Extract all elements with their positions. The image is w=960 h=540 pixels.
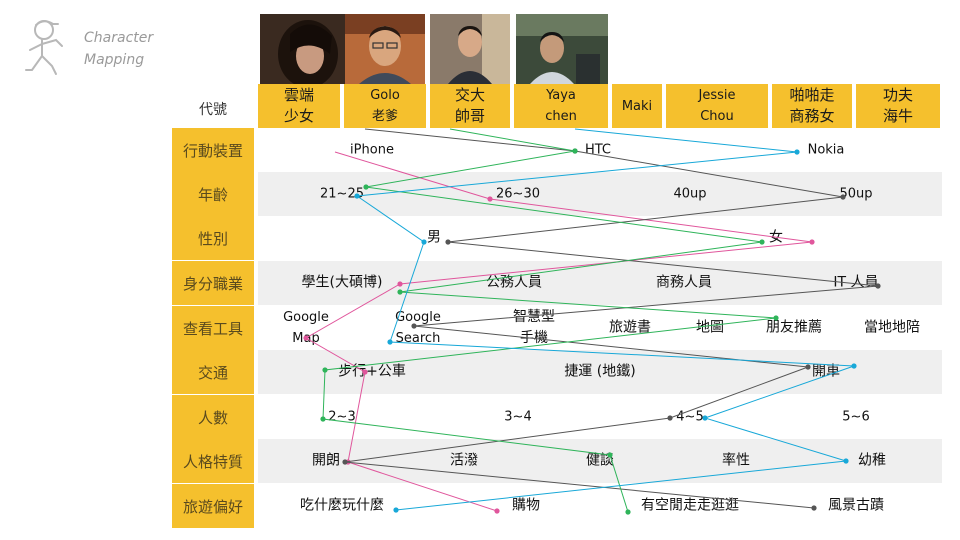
option-business-staff: 商務人員 <box>656 274 712 291</box>
persona-point-golo-6 <box>805 364 811 370</box>
option-google-search: Google Search <box>395 310 441 346</box>
option-stroll: 有空閒走走逛逛 <box>641 497 739 514</box>
option-walk-bus: 步行+公車 <box>338 363 406 380</box>
persona-point-cloud-5 <box>362 369 368 375</box>
persona-point-yaya-8 <box>393 507 399 513</box>
option-childish: 幼稚 <box>858 452 886 469</box>
option-drive: 開車 <box>812 363 840 380</box>
option-map: 地圖 <box>696 319 724 336</box>
option-local-guide: 當地地陪 <box>864 319 920 336</box>
option-age-21-25: 21~25 <box>320 186 364 202</box>
category-people: 人數 <box>172 395 254 439</box>
persona-kungfu: 功夫 海牛 <box>856 84 940 128</box>
option-iphone: iPhone <box>350 142 394 158</box>
category-tool: 查看工具 <box>172 306 254 350</box>
option-friend-recommend: 朋友推薦 <box>766 319 822 336</box>
persona-photo-jiaoda <box>430 14 522 84</box>
category-gender: 性別 <box>172 216 254 260</box>
option-lively: 活潑 <box>450 452 478 469</box>
persona-path-cloud <box>304 151 813 512</box>
option-male: 男 <box>427 229 441 246</box>
option-people-5-6: 5~6 <box>842 409 870 425</box>
persona-point-yaya-2 <box>354 193 360 199</box>
category-device: 行動裝置 <box>172 128 254 172</box>
option-scenery: 風景古蹟 <box>828 497 884 514</box>
persona-business: 啪啪走 商務女 <box>772 84 852 128</box>
option-nokia: Nokia <box>807 142 845 158</box>
logo-title: Character Mapping <box>84 27 194 71</box>
option-student: 學生(大碩博) <box>301 274 383 291</box>
persona-point-golo-3 <box>445 239 451 245</box>
option-metro: 捷運 (地鐵) <box>564 363 636 380</box>
persona-point-golo-9 <box>811 505 817 511</box>
category-age: 年齡 <box>172 172 254 216</box>
persona-path-golo <box>344 128 879 509</box>
persona-point-golo-2 <box>840 194 846 200</box>
persona-point-jiaoda-9 <box>625 509 631 515</box>
persona-photo-golo <box>345 14 437 84</box>
persona-point-yaya-4 <box>387 339 393 345</box>
persona-point-golo-8 <box>342 459 348 465</box>
persona-point-golo-5 <box>411 323 417 329</box>
option-eat-play: 吃什麼玩什麼 <box>300 497 384 514</box>
persona-point-jiaoda-4 <box>397 289 403 295</box>
option-age-50up: 50up <box>839 186 873 202</box>
category-job: 身分職業 <box>172 261 254 305</box>
persona-point-cloud-7 <box>494 508 500 514</box>
option-travel-book: 旅遊書 <box>609 319 651 336</box>
character-mascot-icon <box>22 16 82 78</box>
option-talkative: 健談 <box>586 452 614 469</box>
persona-point-yaya-6 <box>702 415 708 421</box>
option-people-3-4: 3~4 <box>504 409 532 425</box>
row-band-traits <box>258 439 942 483</box>
row-band-job <box>258 261 942 305</box>
row-band-transport <box>258 350 942 394</box>
persona-jessie: Jessie Chou <box>666 84 768 128</box>
persona-point-golo-4 <box>875 283 881 289</box>
option-age-40up: 40up <box>673 186 707 202</box>
persona-point-jiaoda-8 <box>607 452 613 458</box>
code-label: 代號 <box>199 102 227 118</box>
persona-jiaoda: 交大 帥哥 <box>430 84 510 128</box>
persona-point-jiaoda-1 <box>572 148 578 154</box>
category-transport: 交通 <box>172 350 254 394</box>
persona-point-golo-7 <box>667 415 673 421</box>
persona-point-cloud-3 <box>397 281 403 287</box>
persona-point-jiaoda-2 <box>363 184 369 190</box>
persona-point-cloud-2 <box>809 239 815 245</box>
persona-photo-cloud <box>260 14 352 84</box>
persona-point-jiaoda-6 <box>322 367 328 373</box>
persona-point-yaya-1 <box>794 149 800 155</box>
persona-point-jiaoda-5 <box>773 315 779 321</box>
persona-point-cloud-4 <box>303 335 309 341</box>
persona-point-jiaoda-7 <box>320 416 326 422</box>
persona-golo: Golo 老爹 <box>344 84 426 128</box>
persona-point-yaya-5 <box>851 363 857 369</box>
persona-point-cloud-1 <box>487 196 493 202</box>
logo-line2: Mapping <box>84 52 145 68</box>
option-shopping: 購物 <box>512 497 540 514</box>
persona-yaya: Yaya chen <box>514 84 608 128</box>
persona-maki: Maki <box>612 84 662 128</box>
option-age-26-30: 26~30 <box>496 186 540 202</box>
persona-photo-yaya <box>516 14 608 84</box>
persona-point-jiaoda-3 <box>759 239 765 245</box>
logo-line1: Character <box>84 30 154 46</box>
persona-point-yaya-7 <box>843 458 849 464</box>
category-travel: 旅遊偏好 <box>172 484 254 528</box>
option-cheerful: 開朗 <box>312 452 340 469</box>
persona-point-yaya-3 <box>421 239 427 245</box>
option-straightforward: 率性 <box>722 452 750 469</box>
persona-cloud: 雲端 少女 <box>258 84 340 128</box>
category-traits: 人格特質 <box>172 439 254 483</box>
persona-path-jiaoda <box>322 128 777 513</box>
